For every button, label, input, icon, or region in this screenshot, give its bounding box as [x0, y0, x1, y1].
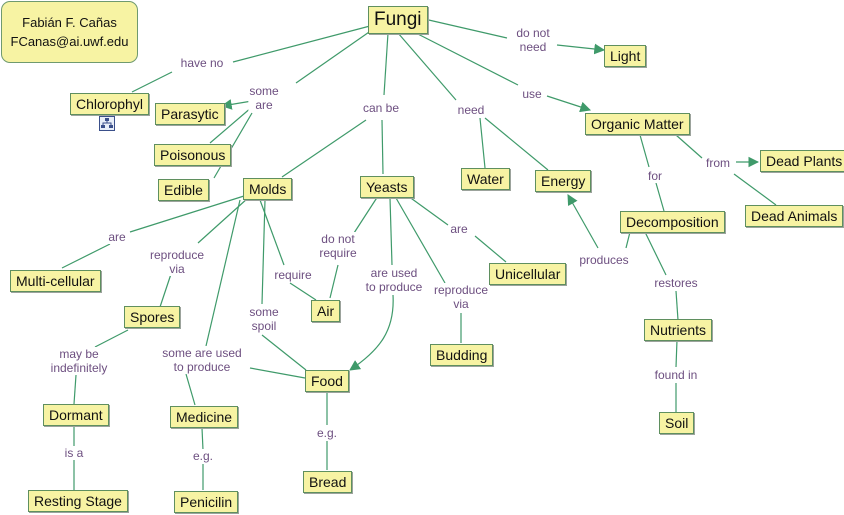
link-reproduce-via-molds: reproduce via — [148, 248, 206, 276]
concept-yeasts[interactable]: Yeasts — [360, 176, 414, 198]
link-are-used-to-produce: are used to produce — [364, 266, 424, 294]
link-use: use — [521, 87, 543, 101]
concept-unicellular[interactable]: Unicellular — [489, 263, 567, 285]
concept-penicilin[interactable]: Penicilin — [174, 491, 239, 513]
author-name: Fabián F. Cañas — [22, 15, 117, 30]
link-are-molds: are — [107, 230, 127, 244]
link-have-no: have no — [179, 56, 225, 70]
link-some-are-used-to-produce: some are used to produce — [161, 346, 243, 374]
concept-food[interactable]: Food — [305, 370, 349, 392]
concept-dormant[interactable]: Dormant — [43, 404, 109, 426]
linked-map-icon[interactable] — [99, 116, 115, 131]
author-card: Fabián F. Cañas FCanas@ai.uwf.edu — [1, 1, 138, 63]
link-reproduce-via-yeasts: reproduce via — [432, 283, 490, 311]
link-eg-medicine: e.g. — [191, 449, 215, 463]
concept-chlorophyl[interactable]: Chlorophyl — [70, 93, 149, 115]
concept-spores[interactable]: Spores — [124, 306, 181, 328]
link-from: from — [705, 156, 731, 170]
concept-resting-stage[interactable]: Resting Stage — [28, 490, 128, 512]
concept-bread[interactable]: Bread — [303, 471, 353, 493]
link-eg-food: e.g. — [315, 426, 339, 440]
concept-air[interactable]: Air — [311, 300, 341, 322]
concept-budding[interactable]: Budding — [430, 344, 494, 366]
concept-dead-plants[interactable]: Dead Plants — [760, 150, 844, 172]
link-produces: produces — [578, 253, 630, 267]
link-some-spoil: some spoil — [248, 305, 280, 333]
concept-molds[interactable]: Molds — [243, 178, 293, 200]
link-found-in: found in — [653, 368, 699, 382]
link-do-not-require: do not require — [318, 232, 358, 260]
concept-light[interactable]: Light — [604, 45, 647, 67]
link-need: need — [456, 103, 486, 117]
link-do-not-need: do not need — [515, 26, 551, 54]
concept-decomposition[interactable]: Decomposition — [620, 211, 725, 233]
concept-soil[interactable]: Soil — [659, 412, 695, 434]
concept-energy[interactable]: Energy — [535, 170, 592, 192]
concept-edible[interactable]: Edible — [158, 179, 209, 201]
link-some-are: some are — [248, 84, 280, 112]
link-restores: restores — [653, 276, 699, 290]
link-require: require — [273, 268, 313, 282]
concept-parasytic[interactable]: Parasytic — [155, 103, 225, 125]
concept-medicine[interactable]: Medicine — [170, 406, 239, 428]
concept-nutrients[interactable]: Nutrients — [644, 319, 713, 341]
link-is-a: is a — [63, 446, 85, 460]
concept-multi-cellular[interactable]: Multi-cellular — [10, 270, 101, 292]
link-may-be-indefinitely: may be indefinitely — [49, 347, 109, 375]
concept-dead-animals[interactable]: Dead Animals — [745, 205, 844, 227]
link-for: for — [646, 169, 664, 183]
concept-fungi[interactable]: Fungi — [368, 6, 428, 34]
concept-organic-matter[interactable]: Organic Matter — [585, 113, 690, 135]
link-can-be: can be — [361, 101, 401, 115]
concept-water[interactable]: Water — [461, 168, 510, 190]
link-are-yeasts: are — [449, 222, 469, 236]
author-email: FCanas@ai.uwf.edu — [10, 34, 129, 49]
concept-poisonous[interactable]: Poisonous — [154, 144, 232, 166]
